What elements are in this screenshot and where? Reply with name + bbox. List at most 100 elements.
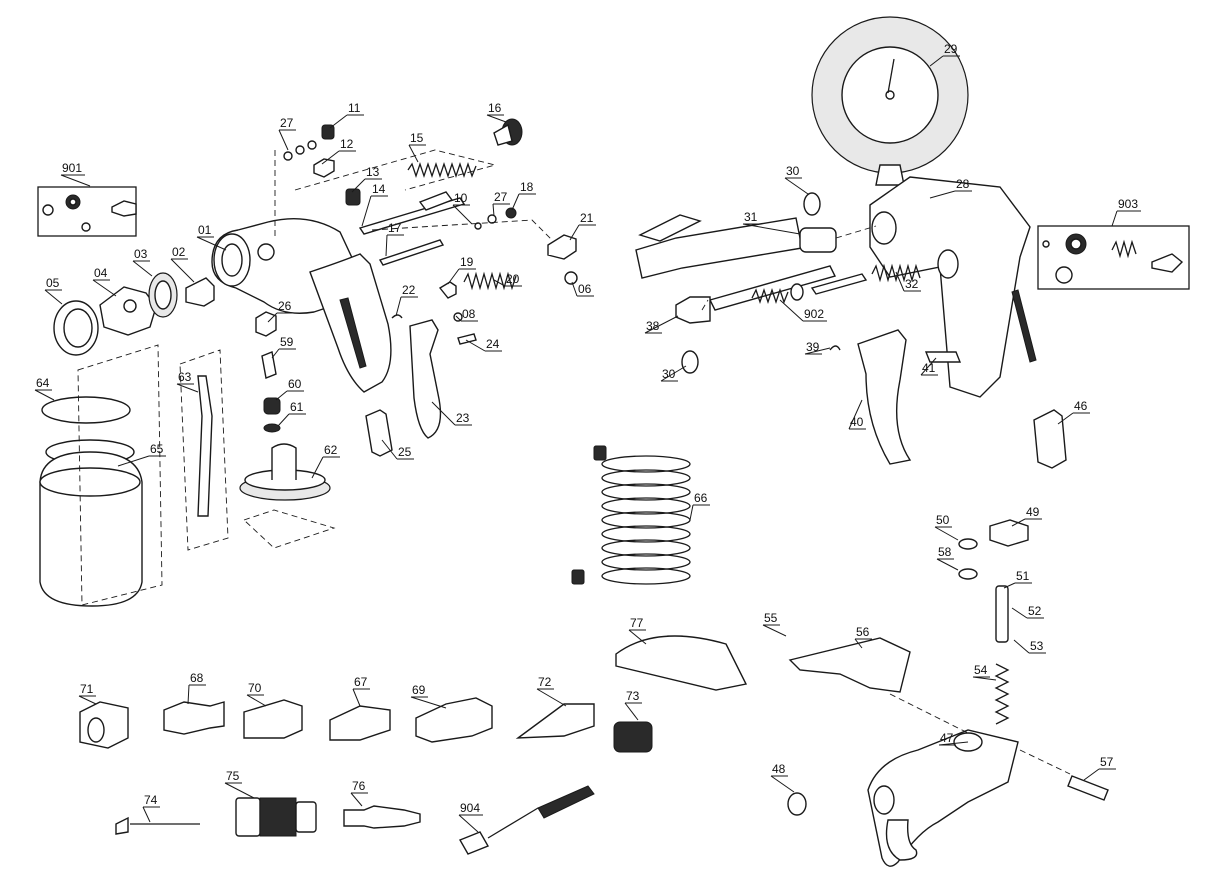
leader-line-902 [779,299,827,322]
leader-line-41 [920,357,938,376]
leader-line-55 [762,624,787,637]
part-label-59: 59 [280,335,294,349]
leader-line-06 [571,281,594,297]
part-label-66: 66 [694,491,708,505]
part-label-51: 51 [1016,569,1030,583]
part-label-12: 12 [340,137,354,151]
leader-line-49 [1011,518,1042,527]
part-label-22: 22 [402,283,416,297]
part-label-74: 74 [144,793,158,807]
part-label-65: 65 [150,442,164,456]
part-label-13: 13 [366,165,380,179]
leader-line-48 [770,775,795,793]
leader-line-903 [1111,210,1141,227]
part-label-72: 72 [538,675,552,689]
part-label-901: 901 [62,161,82,175]
leader-line-63 [176,383,199,393]
leader-line-01 [196,236,227,251]
leader-line-22 [395,296,418,317]
part-label-39: 39 [806,340,820,354]
part-label-28: 28 [956,177,970,191]
leader-line-05 [44,289,63,305]
leader-line-17 [385,234,404,257]
leader-line-70 [246,694,267,707]
accessories [79,697,653,855]
part-label-71: 71 [80,682,94,696]
leader-line-03 [132,260,153,277]
part-label-76: 76 [352,779,366,793]
leader-line-29 [929,55,960,67]
spray-gun-assembly [37,118,578,607]
part-label-62: 62 [324,443,338,457]
leader-line-16 [486,114,507,123]
part-label-26: 26 [278,299,292,313]
part-label-53: 53 [1030,639,1044,653]
leader-line-52 [1011,607,1044,619]
part-label-06: 06 [578,282,592,296]
tire-inflator-assembly [635,16,1190,469]
part-label-64: 64 [36,376,50,390]
leader-line-28 [929,190,972,199]
part-label-50: 50 [936,513,950,527]
part-label-29: 29 [944,42,958,56]
leader-line-19 [447,268,476,285]
leader-line-67 [352,688,370,707]
leader-line-13 [351,178,382,193]
part-label-77: 77 [630,616,644,630]
leader-line-904 [458,814,483,833]
leader-line-60 [275,390,304,401]
leader-line-25 [381,439,414,460]
part-label-902: 902 [804,307,824,321]
leader-line-12 [321,150,356,165]
part-label-38: 38 [646,319,660,333]
part-label-20: 20 [506,272,520,286]
part-label-49: 49 [1026,505,1040,519]
part-label-27b: 27 [494,190,508,204]
part-label-63: 63 [178,370,192,384]
leader-line-21 [569,224,596,241]
part-label-68: 68 [190,671,204,685]
leader-line-56 [854,638,872,649]
part-label-30: 30 [786,164,800,178]
part-label-11: 11 [348,101,361,115]
leader-line-59 [271,348,296,359]
part-label-02: 02 [172,245,186,259]
part-label-25: 25 [398,445,412,459]
part-label-30b: 30 [662,367,676,381]
leader-line-53 [1013,639,1046,654]
part-label-52: 52 [1028,604,1042,618]
part-label-47: 47 [940,731,954,745]
part-label-46: 46 [1074,399,1088,413]
part-label-58: 58 [938,545,952,559]
part-label-67: 67 [354,675,368,689]
leader-line-31 [742,223,801,235]
part-label-04: 04 [94,266,108,280]
part-label-60: 60 [288,377,302,391]
part-label-27: 27 [280,116,294,130]
part-label-14: 14 [372,182,386,196]
leader-line-40 [848,399,866,430]
leader-line-15 [408,144,426,163]
part-label-19: 19 [460,255,474,269]
part-label-55: 55 [764,611,778,625]
leader-line-62 [311,456,340,479]
part-label-08: 08 [462,307,476,321]
part-label-904: 904 [460,801,480,815]
leader-line-51 [1003,582,1032,589]
leader-line-76 [350,792,368,807]
part-label-40: 40 [850,415,864,429]
part-label-01: 01 [198,223,212,237]
part-label-23: 23 [456,411,470,425]
part-label-56: 56 [856,625,870,639]
leader-line-58 [936,558,959,571]
leader-line-68 [187,684,206,705]
leader-line-50 [934,526,959,541]
leader-line-23 [431,401,472,426]
leader-line-74 [142,806,160,823]
leader-line-10 [452,204,473,225]
leader-line-18 [511,193,536,211]
leader-line-66 [689,504,710,521]
part-label-10: 10 [454,191,468,205]
leader-line-04 [92,279,117,297]
